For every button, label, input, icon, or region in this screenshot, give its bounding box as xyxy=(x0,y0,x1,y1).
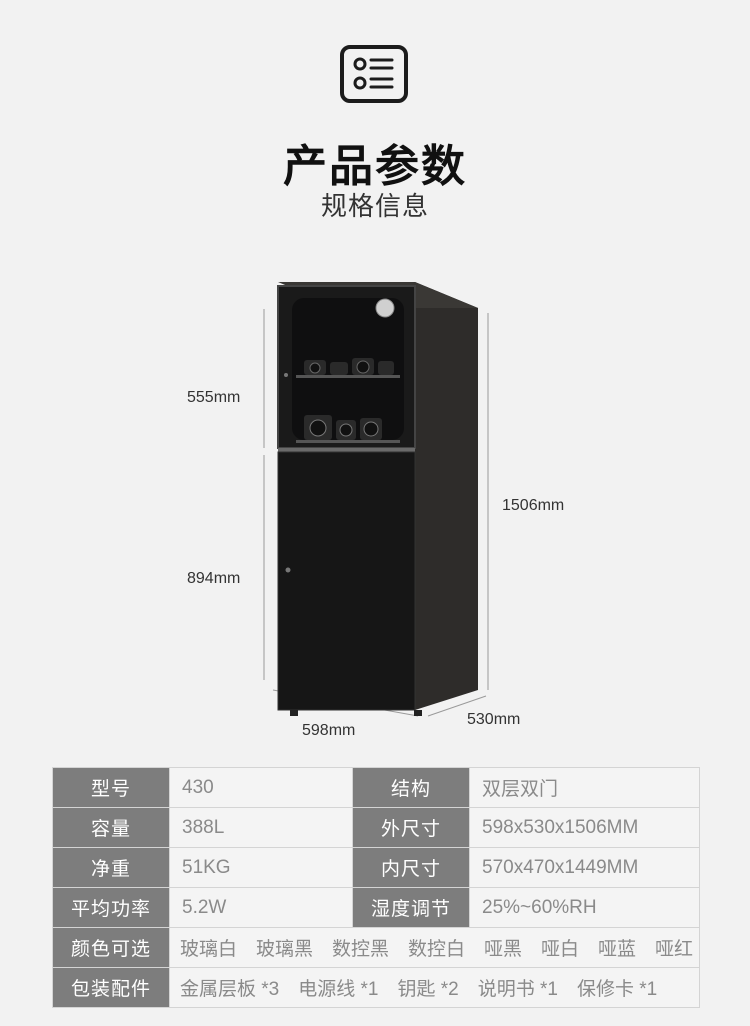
capacity-label: 容量 xyxy=(52,807,170,848)
humidity-value: 25%~60%RH xyxy=(469,887,700,928)
capacity-value: 388L xyxy=(169,807,353,848)
table-row: 包装配件 金属层板 *3 电源线 *1 钥匙 *2 说明书 *1 保修卡 *1 xyxy=(52,967,700,1008)
table-row: 容量 388L 外尺寸 598x530x1506MM xyxy=(52,807,700,848)
table-row: 型号 430 结构 双层双门 xyxy=(52,767,700,808)
inner-size-value: 570x470x1449MM xyxy=(469,847,700,888)
model-label: 型号 xyxy=(52,767,170,808)
power-value: 5.2W xyxy=(169,887,353,928)
depth-label: 530mm xyxy=(467,711,521,728)
lower-height-label: 894mm xyxy=(187,570,241,587)
table-row: 颜色可选 玻璃白 玻璃黑 数控黑 数控白 哑黑 哑白 哑蓝 哑红 xyxy=(52,927,700,968)
structure-label: 结构 xyxy=(352,767,470,808)
dimension-lines xyxy=(263,309,489,717)
structure-value: 双层双门 xyxy=(469,767,700,808)
color-label: 颜色可选 xyxy=(52,927,170,968)
outer-size-label: 外尺寸 xyxy=(352,807,470,848)
table-row: 平均功率 5.2W 湿度调节 25%~60%RH xyxy=(52,887,700,928)
spec-table: 型号 430 结构 双层双门 容量 388L 外尺寸 598x530x1506M… xyxy=(52,767,700,1008)
inner-size-label: 内尺寸 xyxy=(352,847,470,888)
dry-cabinet-image xyxy=(277,282,478,716)
table-row: 净重 51KG 内尺寸 570x470x1449MM xyxy=(52,847,700,888)
humidity-label: 湿度调节 xyxy=(352,887,470,928)
weight-label: 净重 xyxy=(52,847,170,888)
package-label: 包装配件 xyxy=(52,967,170,1008)
page-subtitle: 规格信息 xyxy=(320,192,429,222)
spec-list-icon xyxy=(340,45,408,103)
width-label: 598mm xyxy=(302,722,356,739)
page-title: 产品参数 xyxy=(283,141,467,192)
power-label: 平均功率 xyxy=(52,887,170,928)
weight-value: 51KG xyxy=(169,847,353,888)
outer-size-value: 598x530x1506MM xyxy=(469,807,700,848)
total-height-label: 1506mm xyxy=(502,497,565,514)
color-value: 玻璃白 玻璃黑 数控黑 数控白 哑黑 哑白 哑蓝 哑红 xyxy=(169,927,700,968)
upper-height-label: 555mm xyxy=(187,389,241,406)
model-value: 430 xyxy=(169,767,353,808)
package-value: 金属层板 *3 电源线 *1 钥匙 *2 说明书 *1 保修卡 *1 xyxy=(169,967,700,1008)
